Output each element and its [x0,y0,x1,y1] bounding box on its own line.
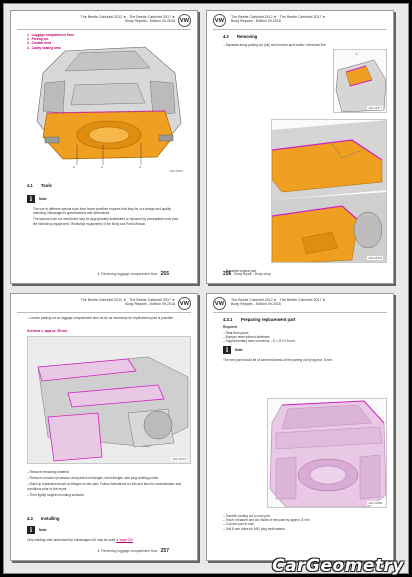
vw-logo-icon: VW [213,14,226,27]
figure-legend: 1 - Luggage compartment floor 2 - Partin… [27,33,74,50]
installing-bullets: – Remove remaining material. – Remove co… [27,470,182,497]
header-divider [17,312,191,313]
note-label: Note [39,528,47,532]
removal-figure: A60-10378 [271,119,387,263]
page-link[interactable]: ➤ page 000 [116,538,133,542]
note-icon: i [223,346,231,354]
cargeometry-watermark: CarGeometry [272,556,404,576]
manual-page-258: VW The Beetle Cabriolet 2012 ➤ , The Bee… [206,293,394,561]
section-cut-drawing [28,337,190,463]
figure-id: A60-10378 [367,256,383,260]
vw-logo-icon: VW [178,297,191,310]
page-header: The Beetle Cabriolet 2012 ➤ , The Beetle… [231,15,326,24]
replacement-part-figure: A60-10380 [267,398,387,508]
callout-4: 4 [139,165,141,169]
vw-logo-icon: VW [178,14,191,27]
page-header: The Beetle Cabriolet 2012 ➤ , The Beetle… [231,298,326,307]
page-header: The Beetle Cabriolet 2012 ➤ , The Beetle… [80,298,175,307]
note-icon: i [27,526,35,534]
note-label: Note [235,348,243,352]
vw-logo-icon: VW [213,297,226,310]
manual-page-256: VW The Beetle Cabriolet 2012 ➤ , The Bee… [206,10,394,284]
header-divider [17,29,191,30]
callout-2: 2 [101,165,103,169]
callout-1: 1 [356,52,358,56]
figure-id: A60-10379 [171,457,187,461]
luggage-floor-figure: 3 2 4 A60-10376 [25,33,187,175]
callout-3: 3 [73,165,75,169]
removing-step: – Separate original part. [223,269,258,273]
figure-id: A60-10377 [367,106,383,110]
page-header: The Beetle Cabriolet 2012 ➤ , The Beetle… [80,15,175,24]
replacement-part-drawing [269,400,386,507]
removal-drawing [272,120,386,262]
note-bullets: The use of different special tools from … [33,207,179,226]
note-icon: i [27,195,35,203]
figure-id: A60-10376 [168,169,184,173]
required-list: – Rear floor panel – Bumper reset withou… [223,331,295,344]
luggage-floor-drawing [36,46,182,165]
note-text: Only welding units authorized by Volkswa… [27,538,133,542]
removing-intro: – Separate along parting cut (ink) and r… [223,43,327,47]
figure-id: A60-10380 [367,501,383,505]
subsection-title: Sections ➤ approx. 55 mm [27,329,68,333]
note-text: The new part should be of same thickness… [223,358,333,362]
separation-detail-figure: 1 A60-10377 [333,49,387,113]
separation-detail-drawing [335,59,386,112]
required-subtitle: Required [223,325,237,329]
manual-page-257: The Beetle Cabriolet 2012 ➤ , The Beetle… [10,293,198,561]
manual-page-255: The Beetle Cabriolet 2012 ➤ , The Beetle… [10,10,198,284]
note-label: Note [39,197,47,201]
section-cut-figure: A60-10379 [27,336,191,464]
installing-intro: – Loosen parting cut on luggage compartm… [27,316,174,320]
preparing-steps: – Transfer parting cut to new part. – Tr… [223,514,311,531]
header-divider [213,312,387,313]
header-divider [213,29,387,30]
